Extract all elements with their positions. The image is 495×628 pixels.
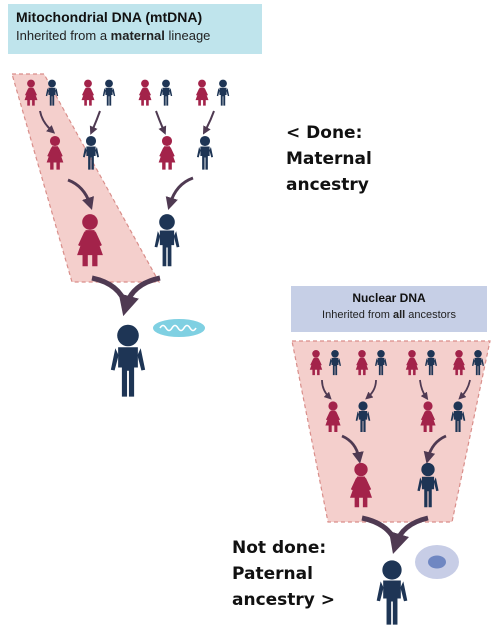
nuc-descendant-icon <box>376 560 408 625</box>
note-line: Maternal <box>286 149 372 169</box>
mtdna-subtitle: Inherited from a maternal lineage <box>16 28 254 43</box>
note-line: < Done: <box>286 123 363 143</box>
subtitle-text: ancestors <box>405 309 456 321</box>
male-person-icon <box>159 79 173 106</box>
mt-arrows-row2 <box>67 176 194 211</box>
cell-nucleus-icon <box>415 545 459 579</box>
mt-merge-arrow <box>91 275 161 317</box>
mtdna-icon <box>153 319 205 337</box>
mt-descendant-icon <box>110 324 146 397</box>
maternal-ancestry-note: < Done: Maternal ancestry <box>286 120 372 198</box>
note-line: ancestry <box>286 175 369 195</box>
female-person-icon <box>138 79 152 106</box>
subtitle-text: Inherited from <box>322 309 393 321</box>
nuc-arrows-row2 <box>341 434 447 464</box>
male-person-icon <box>102 79 116 106</box>
all-ancestors-highlight <box>291 340 491 523</box>
nuclear-dna-title: Nuclear DNA <box>352 291 426 305</box>
nuc-arrows-row1 <box>321 379 471 401</box>
note-line: Paternal <box>232 564 313 584</box>
female-person-icon <box>195 79 209 106</box>
subtitle-emphasis: all <box>392 309 406 321</box>
female-person-icon <box>81 79 95 106</box>
subtitle-text: lineage <box>164 28 211 43</box>
nuc-merge-arrow <box>361 515 429 555</box>
nuclear-dna-banner: Nuclear DNA Inherited from all ancestors <box>291 286 487 332</box>
subtitle-text: Inherited from a <box>16 28 111 43</box>
female-person-icon <box>158 135 176 170</box>
male-person-icon <box>216 79 230 106</box>
nuclear-dna-subtitle: Inherited from all ancestors <box>297 309 481 321</box>
male-person-icon <box>154 214 180 267</box>
male-person-icon <box>196 135 214 170</box>
note-line: Not done: <box>232 538 327 558</box>
paternal-ancestry-note: Not done: Paternal ancestry > <box>232 535 335 613</box>
subtitle-emphasis: maternal <box>110 28 165 43</box>
note-line: ancestry > <box>232 590 336 610</box>
mtdna-banner: Mitochondrial DNA (mtDNA) Inherited from… <box>8 4 262 54</box>
mt-arrows-row1 <box>39 110 215 135</box>
mtdna-title: Mitochondrial DNA (mtDNA) <box>16 9 203 25</box>
